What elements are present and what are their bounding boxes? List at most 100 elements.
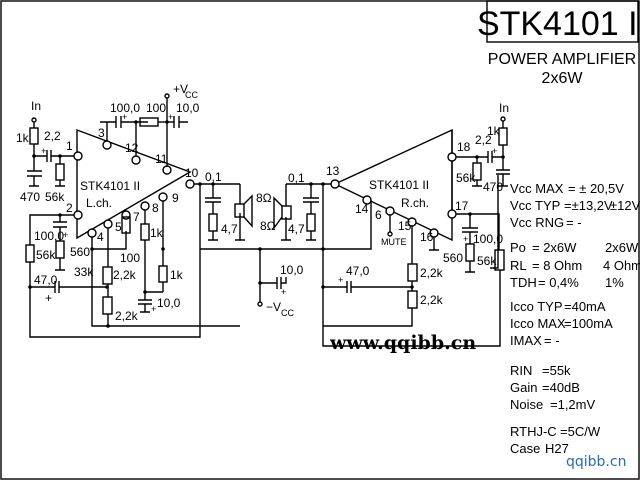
left-c-vcc-label: 10,0 xyxy=(176,101,200,115)
pin-4 xyxy=(87,228,97,238)
svg-text:13: 13 xyxy=(326,164,340,178)
svg-text:+: + xyxy=(168,112,173,122)
left-r-22k-b-label: 2,2k xyxy=(115,309,139,323)
svg-text:8: 8 xyxy=(152,201,159,215)
spec-value: = ± 20,5V xyxy=(568,181,624,196)
spec-value: =100mA xyxy=(564,316,613,331)
svg-text:5: 5 xyxy=(115,220,122,234)
spec-key: Noise xyxy=(510,397,543,412)
right-chip-label: STK4101 II xyxy=(369,178,429,192)
spec-key: Vcc RNG xyxy=(510,215,564,230)
spec-key: RL xyxy=(510,258,527,273)
resistor xyxy=(208,213,218,232)
watermark-center: www.qqibb.cn xyxy=(329,332,476,354)
capacitor xyxy=(53,215,67,241)
svg-text:6: 6 xyxy=(375,208,382,222)
watermark-corner: qqibb.cn xyxy=(566,454,626,470)
mute-terminal[interactable] xyxy=(387,231,393,237)
pin-11 xyxy=(162,165,172,175)
svg-text:2: 2 xyxy=(66,201,73,215)
left-r-in-label: 1k xyxy=(16,131,30,145)
capacitor xyxy=(173,116,188,128)
spec-alt: 2x6W xyxy=(605,240,639,255)
left-r-33k-label: 33k xyxy=(74,265,94,279)
spec-value: = 0,4% xyxy=(538,275,579,290)
spec-alt: 1% xyxy=(605,275,624,290)
left-speaker-cone xyxy=(243,194,253,228)
left-c-in-gnd-label: 470 xyxy=(20,190,40,204)
resistor xyxy=(158,265,168,283)
pin-5 xyxy=(103,219,113,229)
svg-text:+: + xyxy=(492,146,497,156)
resistor xyxy=(407,290,418,309)
capacitor xyxy=(205,184,221,214)
svg-text:+: + xyxy=(151,304,156,314)
left-input-terminal xyxy=(31,117,37,123)
right-speaker-label: 8Ω xyxy=(260,219,276,233)
right-speaker-cone xyxy=(273,196,283,231)
resistor xyxy=(25,244,35,263)
spec-alt: ±12V xyxy=(610,198,640,213)
left-c-10-label: 10,0 xyxy=(157,296,181,310)
vcc-neg-sub: CC xyxy=(281,308,294,318)
pin-6 xyxy=(385,206,395,216)
right-r-22k-b-label: 2,2k xyxy=(420,293,444,307)
resistor xyxy=(494,249,505,271)
right-input-terminal[interactable] xyxy=(500,116,506,122)
pin-3 xyxy=(102,140,112,150)
spec-key: Icco TYP xyxy=(510,299,563,314)
right-c-zobel-label: 0,1 xyxy=(288,171,305,185)
left-channel: STK4101 II L.ch. In 1k 470 + 2,2 56k 1 2… xyxy=(10,82,330,338)
resistor xyxy=(465,243,475,262)
left-c-boot-label: 100,0 xyxy=(110,101,140,115)
svg-text:7: 7 xyxy=(133,210,140,224)
capacitor xyxy=(30,281,107,293)
pin-1 xyxy=(73,151,83,161)
spec-key: Vcc MAX xyxy=(510,181,564,196)
resistor xyxy=(102,296,113,315)
right-channel: STK4101 II R.ch. 0,1 8Ω 4,7 13 14 6 MUTE… xyxy=(260,101,510,347)
right-speaker-icon xyxy=(281,205,292,220)
pin-2 xyxy=(73,210,83,220)
pin-13 xyxy=(330,179,340,189)
right-r-560-label: 560 xyxy=(443,251,463,265)
svg-text:+: + xyxy=(63,230,68,240)
capacitor xyxy=(323,281,412,293)
spec-key: RIN xyxy=(510,363,532,378)
capacitor xyxy=(456,151,503,163)
right-c-in-gnd-label: 470 xyxy=(483,180,503,194)
right-r-bias-label: 56k xyxy=(456,171,476,185)
spec-key: Po xyxy=(510,240,526,255)
spec-value: =1,2mV xyxy=(550,397,595,412)
pin-9 xyxy=(158,192,168,202)
negative-supply: + 10,0 −V CC xyxy=(257,249,304,318)
pin-8 xyxy=(140,201,150,211)
spec-key: Case xyxy=(510,441,540,456)
left-c-fb-label: 100,0 xyxy=(34,229,64,243)
right-r-22k-a-label: 2,2k xyxy=(420,266,444,280)
capacitor xyxy=(462,214,478,244)
left-c-47-label: 47,0 xyxy=(34,273,58,287)
svg-text:17: 17 xyxy=(455,199,469,213)
title-block: STK4101 II POWER AMPLIFIER 2x6W xyxy=(477,0,640,87)
part-number: STK4101 II xyxy=(477,5,640,43)
svg-text:9: 9 xyxy=(172,191,179,205)
svg-text:4: 4 xyxy=(97,230,104,244)
left-r-boot-label: 100 xyxy=(146,101,166,115)
left-r-1k-a-label: 1k xyxy=(150,226,164,240)
resistor xyxy=(306,213,316,232)
power-rating: 2x6W xyxy=(542,70,584,87)
svg-text:+: + xyxy=(122,112,127,122)
left-r-22k-a-label: 2,2k xyxy=(113,268,137,282)
vcc-pos-label: +V xyxy=(173,82,188,96)
left-r-560-label: 560 xyxy=(70,245,90,259)
svg-text:16: 16 xyxy=(420,230,434,244)
capacitor xyxy=(303,184,319,214)
svg-text:+: + xyxy=(281,287,286,297)
spec-value: =55k xyxy=(542,363,571,378)
svg-text:+: + xyxy=(463,234,468,244)
vcc-neg-label: −V xyxy=(266,300,281,314)
resistor xyxy=(498,127,508,146)
right-r-in-label: 1k xyxy=(487,124,501,138)
